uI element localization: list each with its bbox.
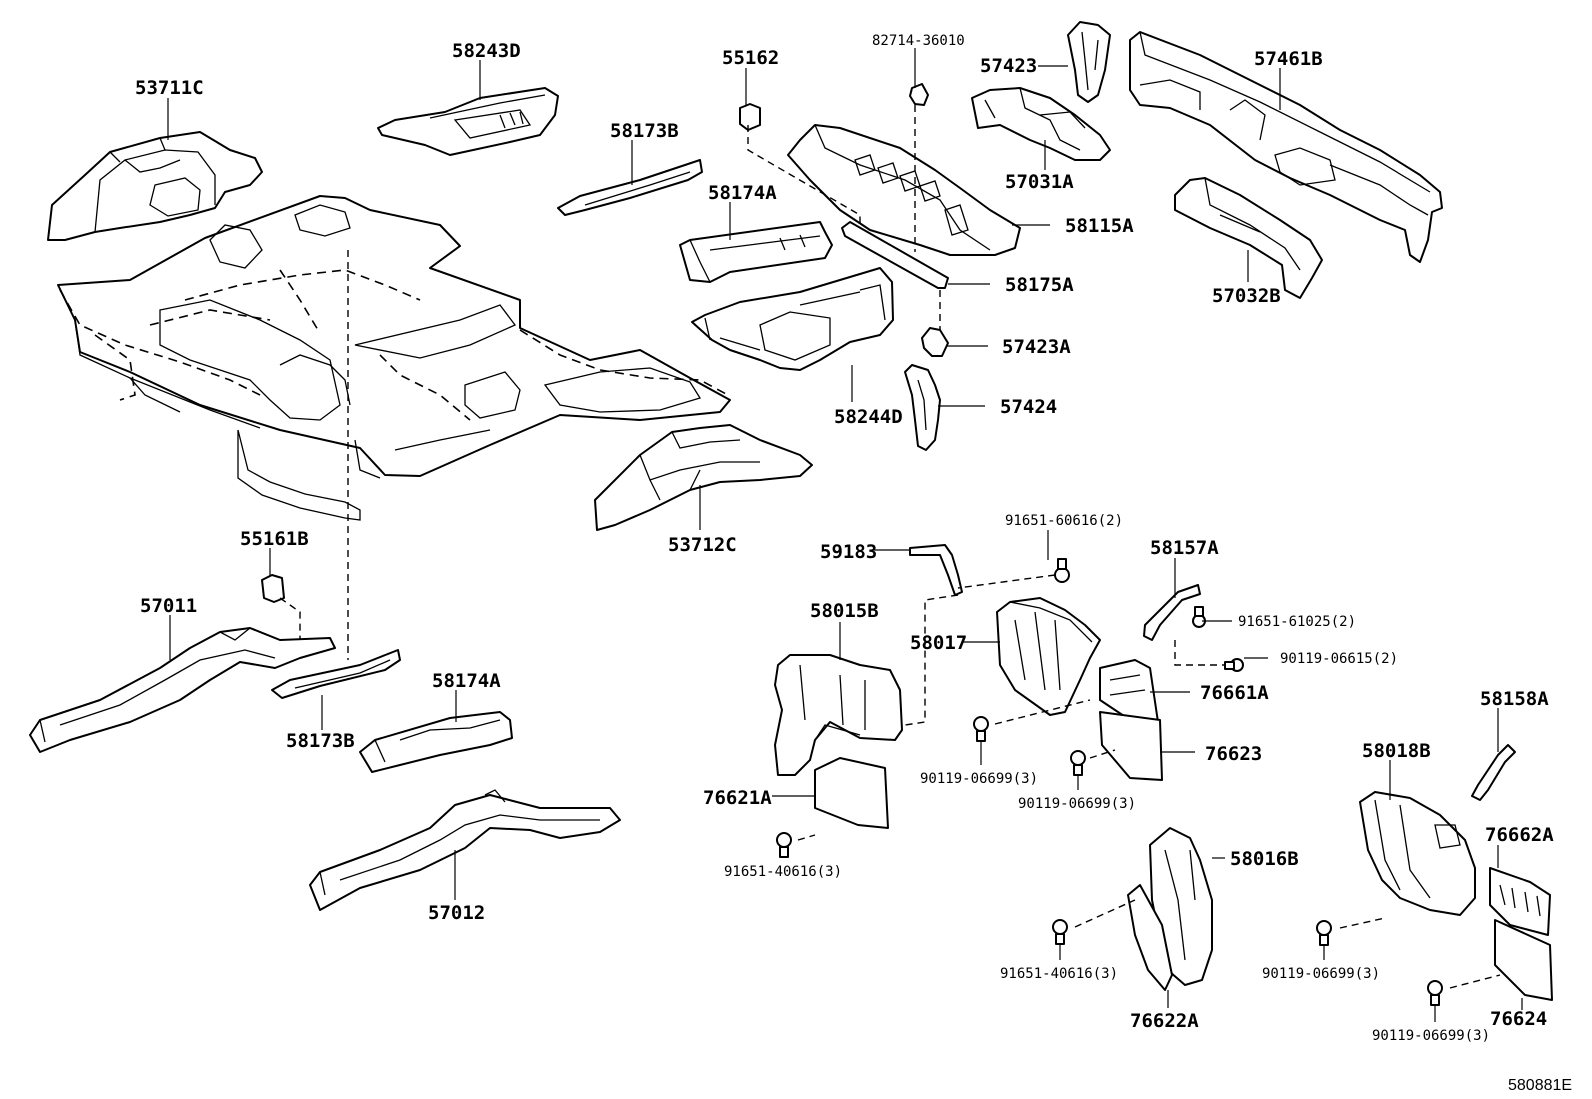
label-76623: 76623 xyxy=(1205,743,1262,765)
label-90119-06699-c: 90119-06699(3) xyxy=(1262,966,1380,982)
label-58243D: 58243D xyxy=(452,40,521,62)
label-58175A: 58175A xyxy=(1005,274,1074,296)
label-55161B: 55161B xyxy=(240,528,309,550)
part-76621A xyxy=(814,757,889,829)
part-58158A xyxy=(1471,744,1516,801)
label-91651-60616: 91651-60616(2) xyxy=(1005,513,1123,529)
label-90119-06699-a: 90119-06699(3) xyxy=(920,771,1038,787)
part-labels: 53711C 58243D 82714-36010 55162 58173B 5… xyxy=(135,33,1572,1094)
bolts xyxy=(776,558,1443,1006)
label-58174A-top: 58174A xyxy=(708,182,777,204)
part-58175A xyxy=(841,221,949,289)
part-76623 xyxy=(1099,711,1163,781)
part-58174A-top xyxy=(679,221,833,283)
bolt-90119-06699-b xyxy=(1070,750,1086,776)
label-58173B-top: 58173B xyxy=(610,120,679,142)
label-57032B: 57032B xyxy=(1212,285,1281,307)
label-76661A: 76661A xyxy=(1200,682,1269,704)
label-58016B: 58016B xyxy=(1230,848,1299,870)
part-58173B-bottom xyxy=(271,649,401,699)
part-59183 xyxy=(909,544,963,596)
part-57461B xyxy=(1129,31,1443,263)
leader-lines xyxy=(167,48,1523,1022)
bolt-91651-40616-a xyxy=(776,832,792,858)
label-82714-36010: 82714-36010 xyxy=(872,33,965,49)
part-57031A xyxy=(971,87,1111,161)
bolt-90119-06699-c xyxy=(1316,920,1332,946)
label-58017: 58017 xyxy=(910,632,967,654)
label-57423: 57423 xyxy=(980,55,1037,77)
label-58173B-bottom: 58173B xyxy=(286,730,355,752)
label-57031A: 57031A xyxy=(1005,171,1074,193)
part-57012 xyxy=(309,789,621,911)
label-57012: 57012 xyxy=(428,902,485,924)
label-90119-06699-d: 90119-06699(3) xyxy=(1372,1028,1490,1044)
alignment-lines xyxy=(279,105,1501,989)
label-76621A: 76621A xyxy=(703,787,772,809)
part-58157A xyxy=(1143,584,1201,641)
label-58018B: 58018B xyxy=(1362,740,1431,762)
label-59183: 59183 xyxy=(820,541,877,563)
label-58158A: 58158A xyxy=(1480,688,1549,710)
label-76622A: 76622A xyxy=(1130,1010,1199,1032)
label-57423A: 57423A xyxy=(1002,336,1071,358)
label-57011: 57011 xyxy=(140,595,197,617)
part-58244D xyxy=(691,267,894,371)
diagram-id: 580881E xyxy=(1508,1077,1572,1094)
label-58115A: 58115A xyxy=(1065,215,1134,237)
label-58157A: 58157A xyxy=(1150,537,1219,559)
part-58173B-top xyxy=(557,159,703,216)
floor-pan-assembly xyxy=(57,195,731,521)
part-55162 xyxy=(739,103,761,131)
part-58174A-bottom xyxy=(359,711,513,773)
part-53711C xyxy=(47,131,263,241)
label-91651-40616-a: 91651-40616(3) xyxy=(724,864,842,880)
bolt-91651-60616 xyxy=(1054,558,1070,583)
bolt-91651-40616-b xyxy=(1052,919,1068,945)
bolt-90119-06699-d xyxy=(1427,980,1443,1006)
label-76662A: 76662A xyxy=(1485,824,1554,846)
part-82714-36010 xyxy=(909,83,929,106)
part-55161B xyxy=(261,574,285,603)
label-53711C: 53711C xyxy=(135,77,204,99)
part-57011 xyxy=(29,627,336,753)
label-76624: 76624 xyxy=(1490,1008,1547,1030)
part-57423A xyxy=(921,327,949,357)
part-76624 xyxy=(1494,919,1553,1001)
label-53712C: 53712C xyxy=(668,534,737,556)
part-58015B xyxy=(774,654,903,776)
label-55162: 55162 xyxy=(722,47,779,69)
part-76622A xyxy=(1127,884,1173,991)
label-90119-06699-b: 90119-06699(3) xyxy=(1018,796,1136,812)
label-58015B: 58015B xyxy=(810,600,879,622)
part-57423 xyxy=(1067,21,1111,103)
part-57032B xyxy=(1174,177,1323,299)
part-58017 xyxy=(996,597,1101,716)
part-57424 xyxy=(904,364,941,451)
part-53712C xyxy=(594,424,813,531)
label-57424: 57424 xyxy=(1000,396,1057,418)
part-58243D xyxy=(377,87,559,156)
label-57461B: 57461B xyxy=(1254,48,1323,70)
label-90119-06615: 90119-06615(2) xyxy=(1280,651,1398,667)
label-58244D: 58244D xyxy=(834,406,903,428)
label-58174A-bottom: 58174A xyxy=(432,670,501,692)
label-91651-40616-b: 91651-40616(3) xyxy=(1000,966,1118,982)
bolt-91651-61025 xyxy=(1192,606,1206,628)
bolt-90119-06615 xyxy=(1224,658,1244,672)
part-76662A xyxy=(1489,867,1551,936)
part-58018B xyxy=(1359,791,1476,916)
bolt-90119-06699-a xyxy=(973,716,989,742)
label-91651-61025: 91651-61025(2) xyxy=(1238,614,1356,630)
